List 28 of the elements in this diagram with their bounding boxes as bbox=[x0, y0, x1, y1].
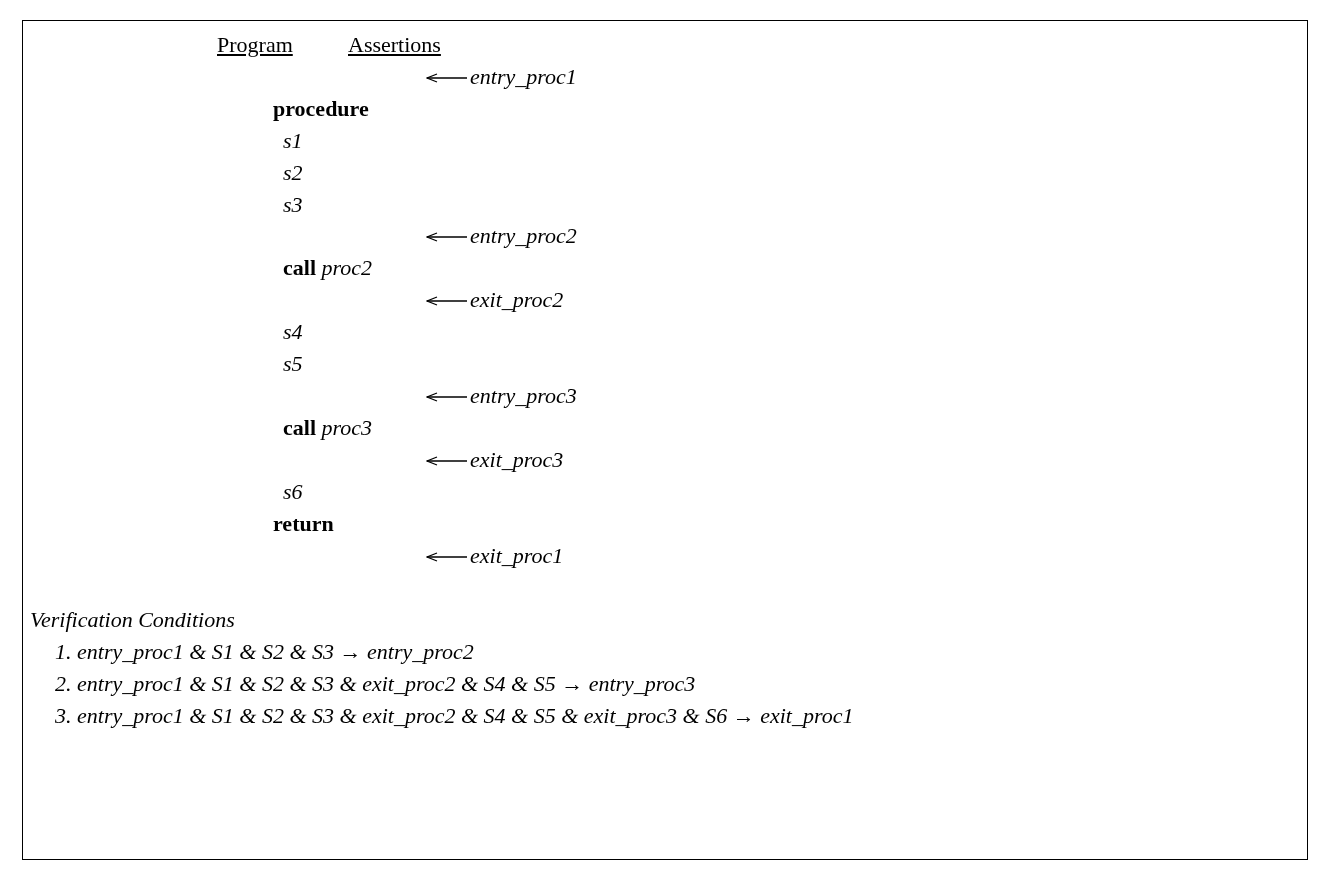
verification-condition: 3. entry_proc1 & S1 & S2 & S3 & exit_proc2 & S4 & S5 & exit_proc3 & S6 → exit_proc1 bbox=[55, 703, 854, 729]
assertion-label: entry_proc3 bbox=[470, 383, 577, 409]
keyword: return bbox=[273, 511, 334, 537]
arrow bbox=[426, 456, 468, 466]
assertion-label: exit_proc2 bbox=[470, 287, 564, 313]
assertion-label: entry_proc2 bbox=[470, 223, 577, 249]
statement: s6 bbox=[283, 479, 303, 505]
statement: s5 bbox=[283, 351, 303, 377]
statement: s1 bbox=[283, 128, 303, 154]
verification-condition: 2. entry_proc1 & S1 & S2 & S3 & exit_proc2 & S4 & S5 → entry_proc3 bbox=[55, 671, 696, 697]
call-statement: call proc3 bbox=[283, 415, 372, 441]
assertion-label: entry_proc1 bbox=[470, 64, 577, 90]
assertion-label: exit_proc3 bbox=[470, 447, 564, 473]
arrow bbox=[426, 552, 468, 562]
column-heading: Program bbox=[217, 32, 293, 58]
statement: s4 bbox=[283, 319, 303, 345]
arrow bbox=[426, 296, 468, 306]
verification-condition: 1. entry_proc1 & S1 & S2 & S3 → entry_proc2 bbox=[55, 639, 474, 665]
arrow bbox=[426, 73, 468, 83]
call-statement: call proc2 bbox=[283, 255, 372, 281]
assertion-label: exit_proc1 bbox=[470, 543, 564, 569]
statement: s2 bbox=[283, 160, 303, 186]
section-heading: Verification Conditions bbox=[30, 607, 235, 633]
arrow bbox=[426, 232, 468, 242]
arrow bbox=[426, 392, 468, 402]
statement: s3 bbox=[283, 192, 303, 218]
keyword: procedure bbox=[273, 96, 369, 122]
column-heading: Assertions bbox=[348, 32, 441, 58]
